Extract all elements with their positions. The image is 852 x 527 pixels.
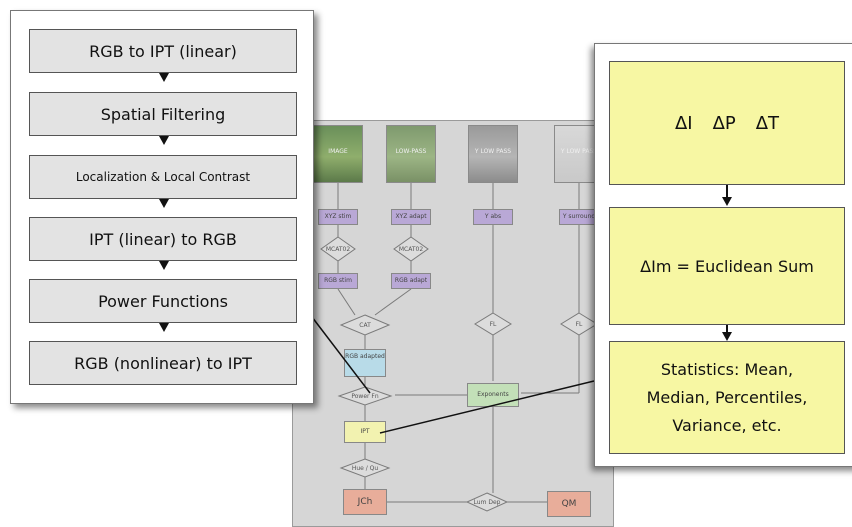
euclidean-sum-box: ΔIm = Euclidean Sum: [609, 207, 845, 325]
background-flowchart: IMAGE LOW-PASS Y LOW PASS Y LOW PASS XYZ…: [292, 120, 614, 527]
arrow-down-icon: [159, 73, 169, 82]
arrow-down-icon: [159, 199, 169, 208]
delta-i-label: ΔI: [674, 112, 693, 134]
thumb-image: IMAGE: [313, 125, 363, 183]
node-exponents: Exponents: [467, 383, 519, 407]
label-lum-dep: Lum Dep: [473, 499, 501, 506]
mcat-diamond-2: [393, 236, 429, 262]
connector-line: [726, 185, 728, 200]
delta-ipt-box: ΔI ΔP ΔT: [609, 61, 845, 185]
node-xyz-adapt: XYZ adapt: [391, 209, 431, 225]
step-localization: Localization & Local Contrast: [29, 155, 297, 199]
node-y-abs: Y abs: [473, 209, 513, 225]
label-cat: CAT: [359, 322, 371, 329]
node-rgb-adapt: RGB adapt: [391, 273, 431, 289]
label-mcat-2: MCAT02: [398, 246, 424, 253]
arrow-down-icon: [722, 197, 732, 206]
node-qm: QM: [547, 491, 591, 517]
processing-steps-panel: RGB to IPT (linear) Spatial Filtering Lo…: [10, 10, 314, 404]
statistics-box: Statistics: Mean, Median, Percentiles, V…: [609, 341, 845, 454]
label-mcat-1: MCAT02: [325, 246, 351, 253]
node-ipt: IPT: [344, 421, 386, 443]
node-jch: JCh: [343, 489, 387, 515]
arrow-down-icon: [159, 323, 169, 332]
arrow-down-icon: [159, 261, 169, 270]
delta-p-label: ΔP: [712, 112, 736, 134]
connector-line: [726, 325, 728, 337]
mcat-diamond-1: [320, 236, 356, 262]
label-fl-2: FL: [575, 321, 583, 328]
label-hue-qu: Hue / Qu: [351, 465, 379, 472]
thumb-y-low-pass: Y LOW PASS: [468, 125, 518, 183]
node-rgb-adapted: RGB adapted: [344, 349, 386, 377]
step-spatial-filtering: Spatial Filtering: [29, 92, 297, 136]
label-power-fn: Power Fn: [351, 393, 379, 400]
fl-diamond-2: [560, 312, 598, 336]
label-fl-1: FL: [489, 321, 497, 328]
lum-dep-diamond: [465, 492, 509, 512]
arrow-down-icon: [159, 136, 169, 145]
step-power-functions: Power Functions: [29, 279, 297, 323]
node-y-surround: Y surround: [559, 209, 599, 225]
fl-diamond-1: [474, 312, 512, 336]
difference-metrics-panel: ΔI ΔP ΔT ΔIm = Euclidean Sum Statistics:…: [594, 43, 852, 467]
arrow-down-icon: [722, 332, 732, 341]
node-rgb-stim: RGB stim: [318, 273, 358, 289]
thumb-low-pass: LOW-PASS: [386, 125, 436, 183]
step-ipt-to-rgb: IPT (linear) to RGB: [29, 217, 297, 261]
hue-diamond: [339, 458, 391, 478]
node-xyz-stim: XYZ stim: [318, 209, 358, 225]
step-rgb-to-ipt: RGB to IPT (linear): [29, 29, 297, 73]
delta-t-label: ΔT: [755, 112, 780, 134]
step-rgb-nonlinear-to-ipt: RGB (nonlinear) to IPT: [29, 341, 297, 385]
